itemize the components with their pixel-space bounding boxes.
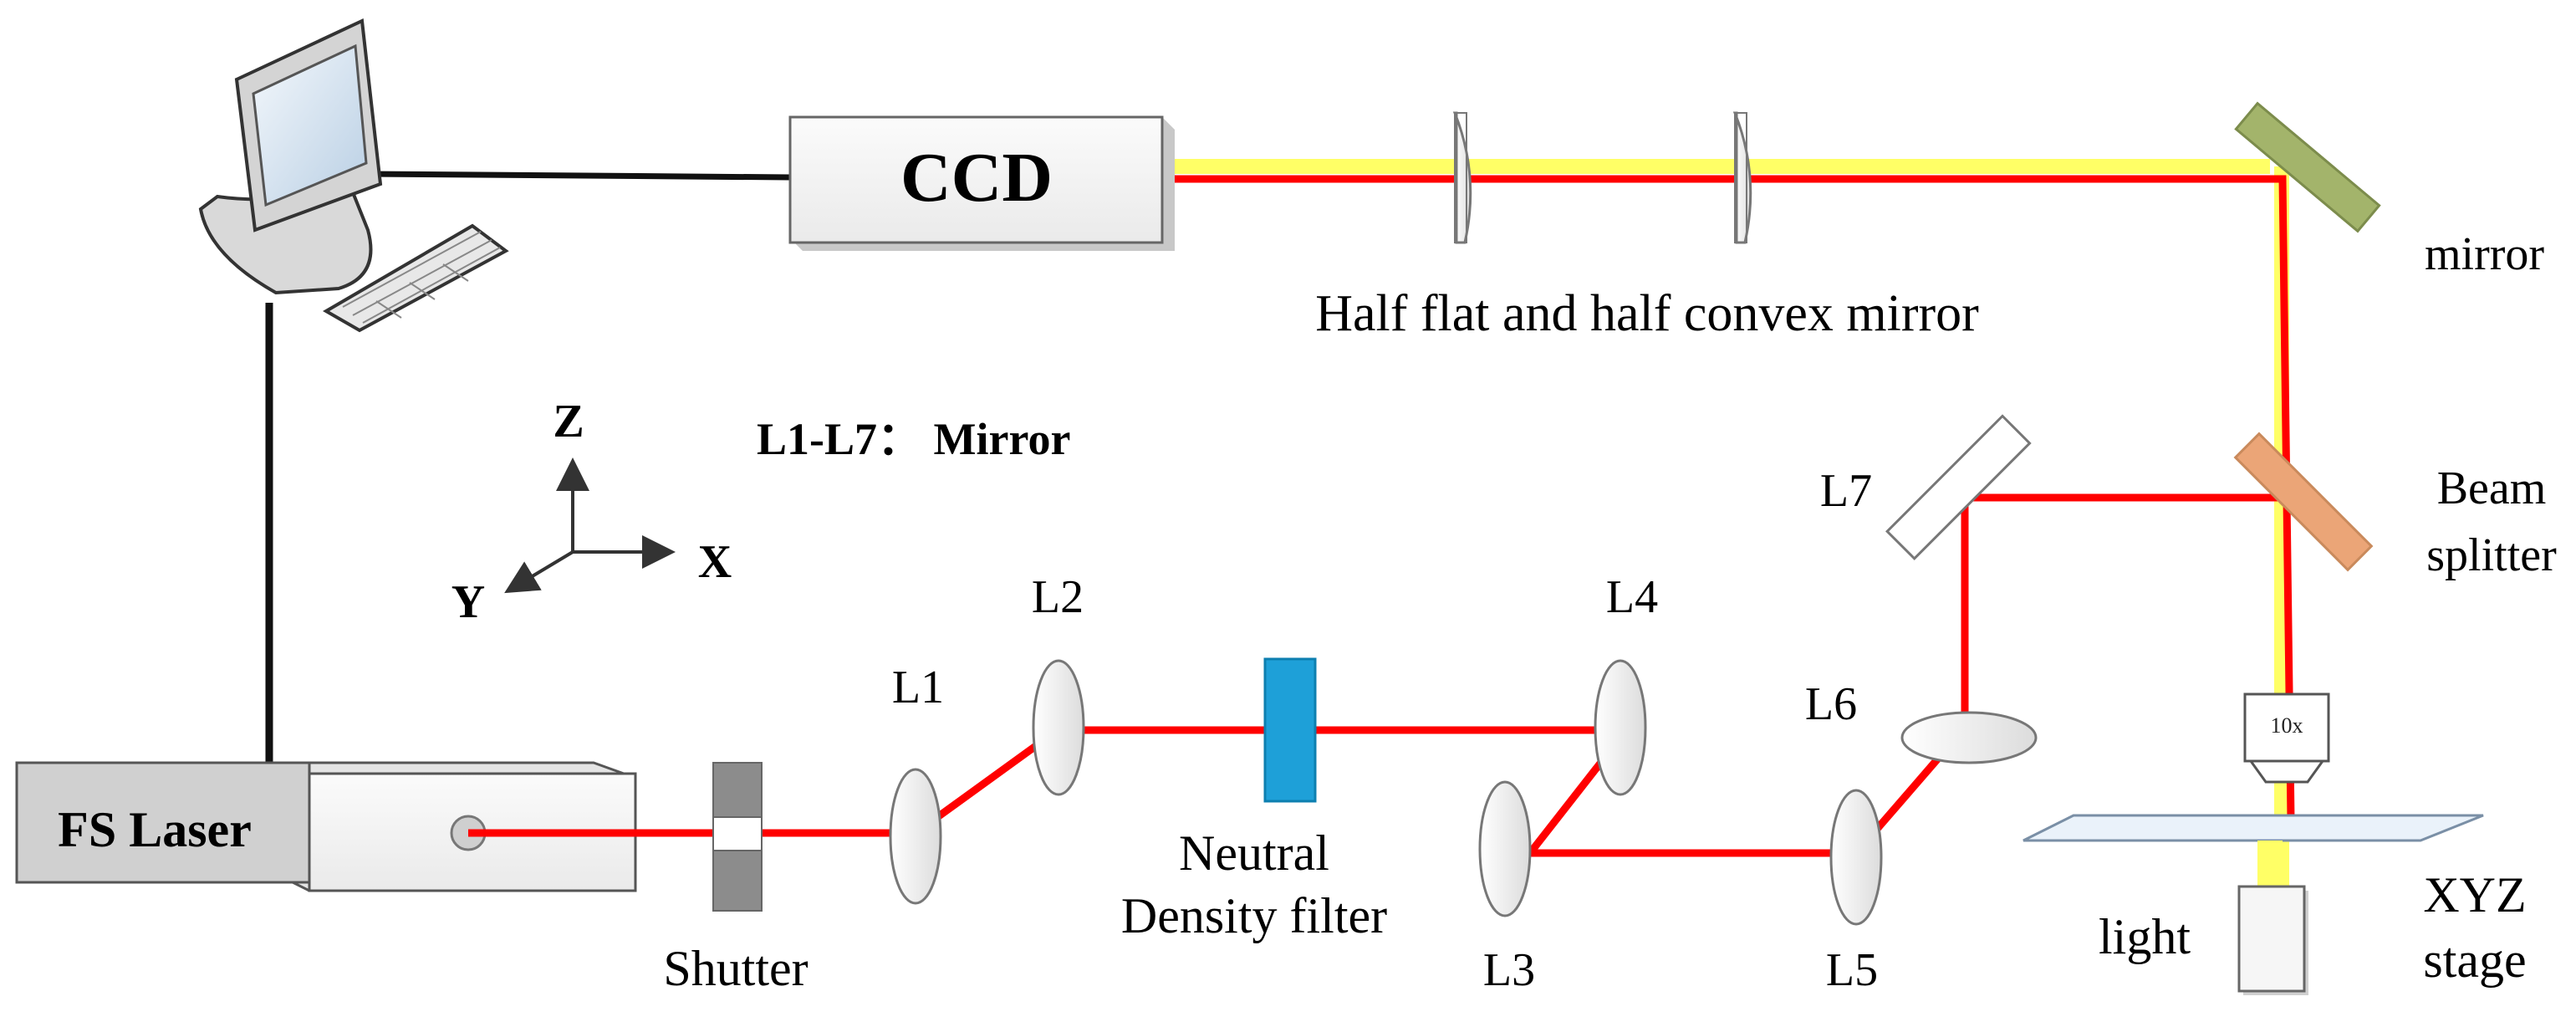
xyz-stage-label-1: XYZ <box>2423 867 2526 922</box>
neutral-filter-label-1: Neutral <box>1179 825 1329 881</box>
light-source <box>2237 841 2308 995</box>
l1-label: L1 <box>892 662 944 713</box>
legend-label: L1-L7： Mirror <box>757 414 1070 464</box>
mirror-l5 <box>1829 789 1883 926</box>
mirror-l6 <box>1900 711 2038 764</box>
coordinate-axes <box>504 457 676 594</box>
beam-splitter <box>2233 432 2374 572</box>
mirror-l7 <box>1885 414 2032 560</box>
lens-mirrors <box>889 659 2038 926</box>
shutter <box>712 762 763 912</box>
beam-splitter-label-1: Beam <box>2437 462 2547 514</box>
computer-cables <box>265 171 791 763</box>
l7-label: L7 <box>1820 465 1872 517</box>
l4-label: L4 <box>1606 571 1658 623</box>
l2-label: L2 <box>1032 571 1084 623</box>
axis-x-label: X <box>698 536 732 588</box>
axis-z-label: Z <box>553 396 584 447</box>
objective-lens: 10x <box>2243 692 2330 784</box>
mirror-l2 <box>1032 659 1085 796</box>
mirror-l4 <box>1594 659 1647 796</box>
neutral-filter-label-2: Density filter <box>1121 888 1387 943</box>
axis-y-label: Y <box>451 576 485 628</box>
l5-label: L5 <box>1826 944 1878 996</box>
mirror-l1 <box>889 768 942 905</box>
light-label: light <box>2099 909 2191 964</box>
mirror-label: mirror <box>2425 228 2544 280</box>
neutral-density-filter <box>1263 657 1317 803</box>
mirror-l3 <box>1478 780 1532 917</box>
xyz-stage-plate <box>2023 814 2484 842</box>
ccd-label: CCD <box>900 139 1053 217</box>
fs-laser-label: FS Laser <box>58 802 252 857</box>
half-flat-lens-label: Half flat and half convex mirror <box>1315 285 1979 342</box>
l3-label: L3 <box>1483 944 1535 996</box>
computer-icon <box>198 18 509 333</box>
half-convex-lens-2 <box>1732 111 1752 244</box>
l6-label: L6 <box>1805 678 1857 730</box>
half-convex-lens-1 <box>1452 111 1472 244</box>
beam-splitter-label-2: splitter <box>2426 529 2557 581</box>
green-mirror <box>2234 101 2381 233</box>
fs-laser: FS Laser <box>15 761 637 892</box>
shutter-label: Shutter <box>663 941 808 996</box>
objective-label: 10x <box>2271 713 2303 738</box>
ccd-camera: CCD <box>788 115 1175 251</box>
xyz-stage-label-2: stage <box>2423 933 2526 988</box>
